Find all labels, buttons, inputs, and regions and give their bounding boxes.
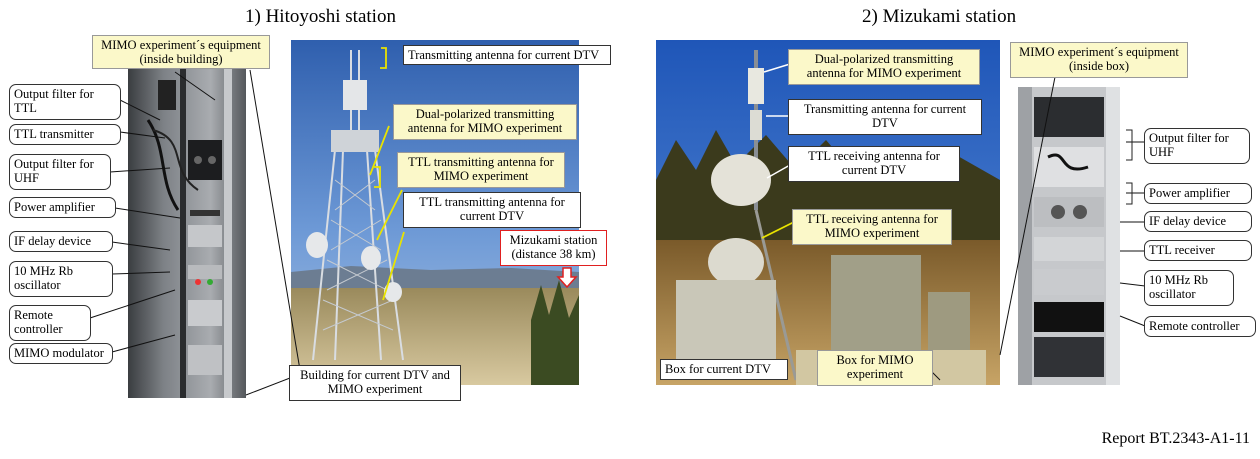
label-mizukami-station-direction: Mizukami station (distance 38 km) <box>500 230 607 266</box>
label-hitoyoshi-ttl-tx-current: TTL transmitting antenna for current DTV <box>403 192 581 228</box>
label-rb-oscillator: 10 MHz Rb oscillator <box>9 261 113 297</box>
label-mizukami-dual-pol-antenna: Dual-polarized transmitting antenna for … <box>788 49 980 85</box>
label-hitoyoshi-building: Building for current DTV and MIMO experi… <box>289 365 461 401</box>
label-ttl-transmitter: TTL transmitter <box>9 124 121 145</box>
label-mz-ttl-receiver: TTL receiver <box>1144 240 1252 261</box>
report-id: Report BT.2343-A1-11 <box>1101 430 1250 447</box>
label-remote-controller: Remote controller <box>9 305 91 341</box>
label-mizukami-tx-current-dtv: Transmitting antenna for current DTV <box>788 99 982 135</box>
label-mz-output-filter-uhf: Output filter for UHF <box>1144 128 1250 164</box>
hitoyoshi-rack-photo <box>128 60 246 398</box>
label-mz-rb-oscillator: 10 MHz Rb oscillator <box>1144 270 1234 306</box>
label-output-filter-ttl: Output filter for TTL <box>9 84 121 120</box>
mizukami-rack-photo <box>1018 87 1120 385</box>
label-output-filter-uhf: Output filter for UHF <box>9 154 111 190</box>
label-mimo-modulator: MIMO modulator <box>9 343 113 364</box>
label-hitoyoshi-tx-current-dtv: Transmitting antenna for current DTV <box>403 45 611 65</box>
label-mz-remote-controller: Remote controller <box>1144 316 1256 337</box>
hitoyoshi-equipment-box-label: MIMO experiment´s equipment (inside buil… <box>92 35 270 69</box>
red-arrow-icon <box>556 267 578 289</box>
mizukami-title: 2) Mizukami station <box>862 6 1017 27</box>
label-mizukami-box-current-dtv: Box for current DTV <box>660 359 788 380</box>
label-if-delay-device: IF delay device <box>9 231 113 252</box>
label-hitoyoshi-dual-pol-antenna: Dual-polarized transmitting antenna for … <box>393 104 577 140</box>
label-mizukami-box-mimo: Box for MIMO experiment <box>817 350 933 386</box>
label-mizukami-ttl-rx-current: TTL receiving antenna for current DTV <box>788 146 960 182</box>
label-power-amplifier: Power amplifier <box>9 197 116 218</box>
label-mz-if-delay-device: IF delay device <box>1144 211 1252 232</box>
hitoyoshi-title: 1) Hitoyoshi station <box>245 6 396 27</box>
label-mz-power-amplifier: Power amplifier <box>1144 183 1252 204</box>
label-hitoyoshi-ttl-tx-mimo: TTL transmitting antenna for MIMO experi… <box>397 152 565 188</box>
label-mizukami-ttl-rx-mimo: TTL receiving antenna for MIMO experimen… <box>792 209 952 245</box>
mizukami-equipment-box-label: MIMO experiment´s equipment (inside box) <box>1010 42 1188 78</box>
